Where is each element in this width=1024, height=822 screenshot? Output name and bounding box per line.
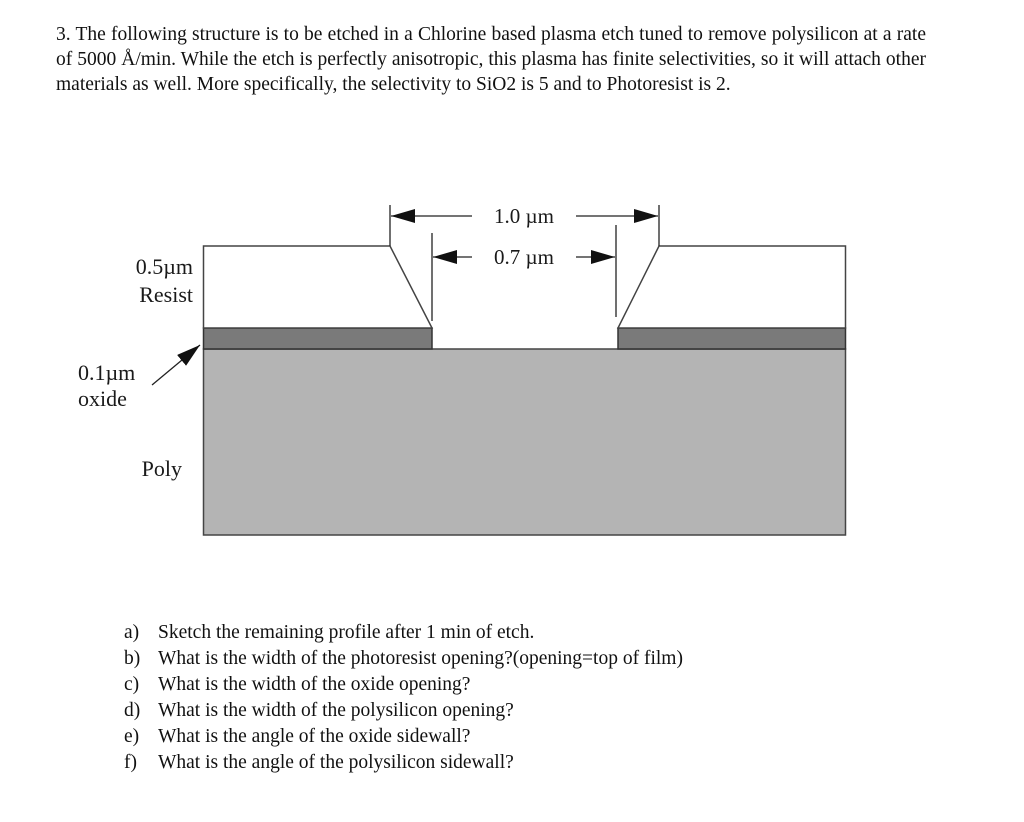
question-text: Sketch the remaining profile after 1 min…	[158, 622, 535, 643]
label-poly-name: Poly	[142, 456, 182, 481]
label-resist-thickness: 0.5µm	[136, 254, 193, 279]
poly-layer	[202, 348, 847, 536]
question-label: e)	[124, 726, 140, 747]
question-item: d) What is the width of the polysilicon o…	[124, 698, 683, 724]
question-item: e) What is the angle of the oxide sidewal…	[124, 724, 683, 750]
resist-block-right	[616, 245, 847, 329]
resist-block-left	[202, 245, 434, 329]
oxide-layer-left	[202, 327, 433, 350]
question-label: c)	[124, 674, 140, 695]
problem-number: 3.	[56, 24, 71, 45]
question-label: b)	[124, 648, 141, 669]
label-resist-name: Resist	[139, 282, 193, 307]
question-text: What is the width of the oxide opening?	[158, 674, 471, 695]
dim-label-top-opening: 1.0 µm	[494, 204, 554, 228]
problem-statement: 3. The following structure is to be etch…	[56, 22, 926, 97]
label-oxide-thickness: 0.1µm	[78, 360, 135, 385]
question-item: f) What is the angle of the polysilicon s…	[124, 750, 683, 776]
question-item: a) Sketch the remaining profile after 1 m…	[124, 620, 683, 646]
question-text: What is the angle of the polysilicon sid…	[158, 752, 514, 773]
question-text: What is the width of the photoresist ope…	[158, 648, 683, 669]
question-text: What is the width of the polysilicon ope…	[158, 700, 514, 721]
question-label: f)	[124, 752, 137, 773]
problem-paragraph: 3. The following structure is to be etch…	[56, 22, 926, 97]
question-item: c) What is the width of the oxide opening…	[124, 672, 683, 698]
oxide-pointer-arrow	[151, 344, 201, 386]
oxide-layer-right	[617, 327, 847, 350]
problem-text: The following structure is to be etched …	[56, 24, 926, 95]
question-label: a)	[124, 622, 140, 643]
question-list: a) Sketch the remaining profile after 1 m…	[124, 620, 683, 776]
question-item: b) What is the width of the photoresist o…	[124, 646, 683, 672]
label-oxide-name: oxide	[78, 386, 127, 411]
question-text: What is the angle of the oxide sidewall?	[158, 726, 471, 747]
question-label: d)	[124, 700, 141, 721]
dim-label-bottom-opening: 0.7 µm	[494, 245, 554, 269]
